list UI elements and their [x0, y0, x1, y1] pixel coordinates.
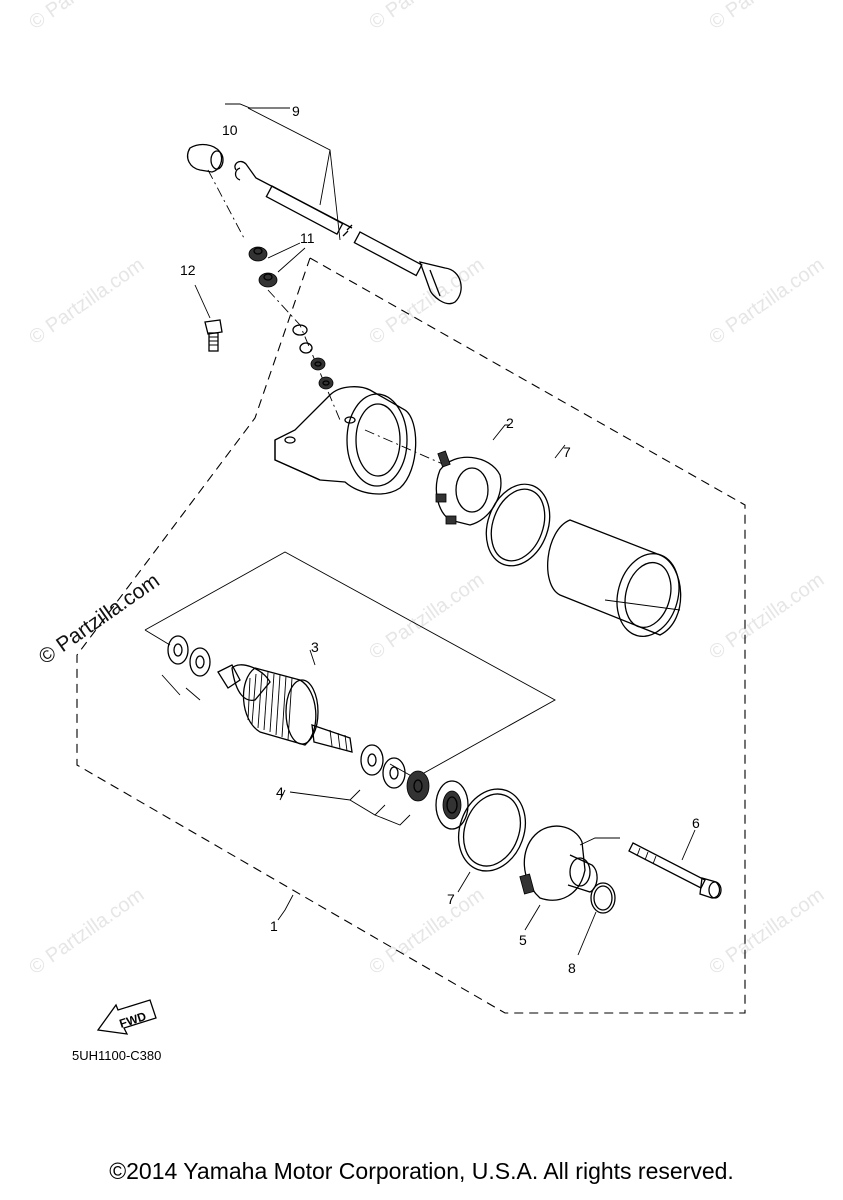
o-ring-small	[577, 882, 616, 956]
fwd-label: FWD	[118, 1009, 149, 1031]
rear-cover	[274, 386, 446, 495]
watermarks: © Partzilla.com © Partzilla.com © Partzi…	[25, 0, 828, 979]
watermark: © Partzilla.com	[365, 254, 488, 349]
callout-7-lower: 7	[447, 891, 455, 907]
watermark: © Partzilla.com	[25, 254, 148, 349]
diagram-code: 5UH1100-C380	[72, 1048, 161, 1063]
callout-7-upper: 7	[563, 444, 571, 460]
bolt-12	[194, 284, 223, 352]
watermark: © Partzilla.com	[705, 569, 828, 664]
callout-3: 3	[311, 639, 319, 655]
o-ring-lower	[457, 788, 526, 893]
brush-holder	[435, 424, 510, 526]
armature-washers-right	[289, 744, 430, 826]
watermark: © Partzilla.com	[365, 569, 488, 664]
watermark: © Partzilla.com	[365, 884, 488, 979]
copyright-notice: ©2014 Yamaha Motor Corporation, U.S.A. A…	[109, 1158, 734, 1184]
callout-9: 9	[292, 103, 300, 119]
through-bolt	[628, 829, 722, 899]
watermark: © Partzilla.com	[25, 884, 148, 979]
callout-10: 10	[222, 122, 238, 138]
armature	[217, 649, 353, 753]
front-cover	[519, 825, 620, 931]
o-ring-upper	[485, 444, 566, 567]
terminal-washers	[292, 324, 334, 390]
fwd-arrow-icon: FWD	[96, 999, 157, 1035]
callout-8: 8	[568, 960, 576, 976]
callout-2: 2	[506, 415, 514, 431]
boot	[186, 143, 246, 241]
watermark: © Partzilla.com	[25, 0, 148, 34]
callout-12: 12	[180, 262, 196, 278]
armature-group-outline	[144, 551, 556, 779]
watermark: © Partzilla.com	[705, 884, 828, 979]
callouts: 9 10 11 12 2 7 3 4 6 7 1 5 8	[180, 103, 700, 976]
callout-6: 6	[692, 815, 700, 831]
nuts	[248, 242, 341, 421]
armature-washers-left	[161, 635, 211, 701]
callout-4: 4	[276, 784, 284, 800]
starter-cable	[225, 103, 462, 305]
leader-lines	[277, 789, 294, 921]
yoke	[547, 519, 682, 637]
callout-11: 11	[300, 230, 315, 246]
watermark: © Partzilla.com	[705, 0, 828, 34]
watermark-prominent: © Partzilla.com	[35, 569, 164, 669]
oil-seal	[435, 780, 469, 830]
callout-5: 5	[519, 932, 527, 948]
callout-1: 1	[270, 918, 278, 934]
watermark: © Partzilla.com	[705, 254, 828, 349]
watermark: © Partzilla.com	[365, 0, 488, 34]
